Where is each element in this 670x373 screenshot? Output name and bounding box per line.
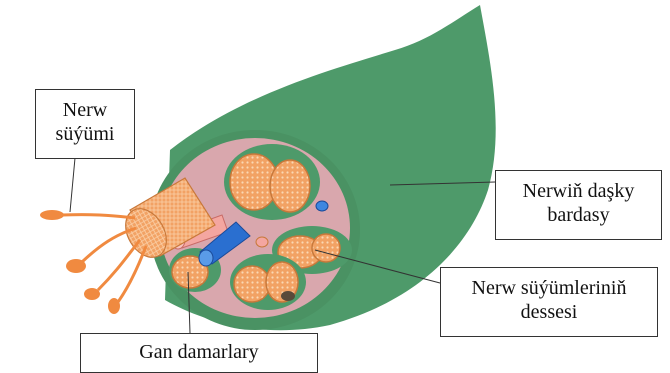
label-fiber-bundle-line2: dessesi <box>441 300 657 324</box>
small-blue-vessel <box>316 201 328 211</box>
label-blood-vessels: Gan damarlary <box>80 333 318 373</box>
nerve-bundle <box>270 160 310 212</box>
fiber-endings <box>40 210 120 314</box>
label-nerve-fiber: Nerw süýümi <box>35 89 135 159</box>
label-outer-sheath-line2: bardasy <box>496 203 661 227</box>
nerve-bundle <box>312 234 340 262</box>
label-fiber-bundle: Nerw süýümleriniň dessesi <box>440 267 658 337</box>
label-blood-vessels-line1: Gan damarlary <box>81 340 317 364</box>
label-outer-sheath: Nerwiň daşky bardasy <box>495 170 662 240</box>
label-fiber-bundle-line1: Nerw süýümleriniň <box>441 276 657 300</box>
label-outer-sheath-line1: Nerwiň daşky <box>496 179 661 203</box>
small-pink-vessel <box>256 237 268 247</box>
small-dark-vessel <box>281 291 295 301</box>
label-nerve-fiber-line1: Nerw <box>36 98 134 122</box>
nerve-bundle <box>234 266 270 302</box>
label-nerve-fiber-line2: süýümi <box>36 122 134 146</box>
nerve-fibers <box>62 215 146 302</box>
